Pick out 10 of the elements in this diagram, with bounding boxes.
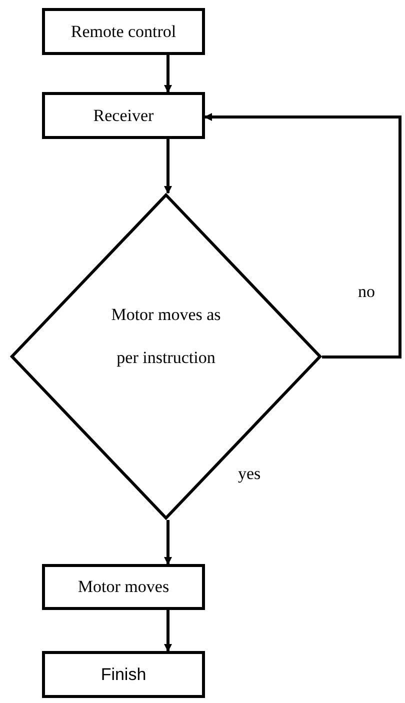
node-text: Motor moves as per instruction: [110, 304, 222, 369]
node-text: Motor moves: [78, 577, 170, 597]
process-box: [42, 651, 205, 698]
node-text: Remote control: [70, 22, 176, 42]
process-box: [42, 564, 205, 610]
decision-diamond: [10, 193, 322, 520]
node-text: Finish: [100, 664, 146, 684]
process-box: [42, 92, 205, 139]
process-box: [42, 8, 205, 55]
node-text: Receiver: [93, 106, 154, 126]
